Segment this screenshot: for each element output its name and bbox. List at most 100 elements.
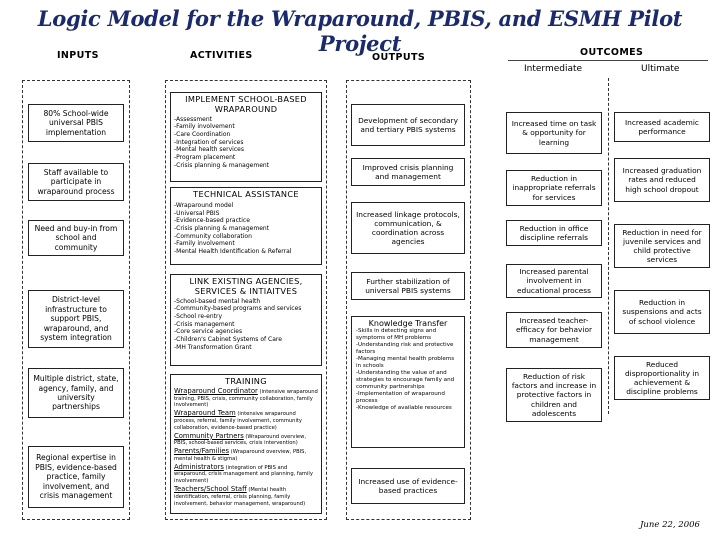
implement-list: -Assessment -Family involvement -Care Co…: [174, 116, 318, 170]
knowledge-transfer-panel: Knowledge Transfer -Skills in detecting …: [351, 316, 465, 448]
outcomes-separator: [608, 78, 609, 414]
knowledge-item: -Understanding risk and protective facto…: [356, 341, 454, 355]
technical-list: -Wraparound model -Universal PBIS -Evide…: [174, 202, 318, 256]
ultimate-outcome-box: Reduction in need for juvenile services …: [614, 224, 710, 268]
outcome-text: Reduction of risk factors and increase i…: [511, 371, 597, 418]
training-item: Administrators (integration of PBIS and …: [174, 463, 318, 485]
activity-item: -School re-entry: [174, 313, 223, 321]
output-text: Improved crisis planning and management: [362, 162, 454, 181]
outcomes-header: OUTCOMES: [580, 47, 644, 58]
output-text: Development of secondary and tertiary PB…: [358, 115, 458, 134]
link-title: LINK EXISTING AGENCIES, SERVICES & INTIA…: [189, 276, 303, 296]
input-text: Staff available to participate in wrapar…: [37, 167, 115, 196]
input-text: District-level infrastructure to support…: [40, 295, 112, 343]
ultimate-outcome-box: Increased graduation rates and reduced h…: [614, 158, 710, 202]
input-box: 80% School-wide universal PBIS implement…: [28, 104, 124, 142]
training-audience: Parents/Families: [174, 447, 230, 456]
knowledge-transfer-title: Knowledge Transfer: [368, 319, 448, 328]
outcome-text: Reduction in office discipline referrals: [519, 223, 589, 242]
outcome-text: Increased parental involvement in educat…: [516, 267, 591, 295]
link-panel: LINK EXISTING AGENCIES, SERVICES & INTIA…: [170, 274, 322, 366]
intermediate-outcome-box: Increased parental involvement in educat…: [506, 264, 602, 298]
knowledge-transfer-list: -Skills in detecting signs and symptoms …: [356, 328, 460, 412]
inputs-header: INPUTS: [57, 50, 99, 61]
training-audience: Wraparound Coordinator: [174, 386, 258, 395]
ultimate-outcome-box: Reduction in suspensions and acts of sch…: [614, 290, 710, 334]
outcome-text: Reduction in suspensions and acts of sch…: [622, 298, 702, 326]
activity-item: -Wraparound model: [174, 201, 234, 209]
training-detail: (Wraparound overview, PBIS, mental healt…: [174, 449, 307, 462]
output-box: Increased use of evidence-based practice…: [351, 468, 465, 504]
ultimate-header: Ultimate: [641, 64, 680, 74]
output-text: Increased linkage protocols, communicati…: [356, 209, 460, 247]
inputs-column: [22, 80, 130, 520]
knowledge-item: -Managing mental health problems in scho…: [356, 355, 455, 369]
outcome-text: Reduction in inappropriate referrals for…: [512, 174, 596, 202]
knowledge-item: -Implementation of wraparound process: [356, 390, 445, 404]
output-text: Further stabilization of universal PBIS …: [365, 276, 451, 295]
activity-item: -Community-based programs and services: [174, 305, 302, 313]
outcome-text: Reduction in need for juvenile services …: [622, 227, 702, 265]
activity-item: -School-based mental health: [174, 297, 261, 305]
training-audience: Wraparound Team: [174, 409, 236, 418]
outcome-text: Increased teacher-efficacy for behavior …: [515, 316, 593, 344]
activities-column: [165, 80, 327, 520]
output-box: Improved crisis planning and management: [351, 158, 465, 186]
outcome-text: Increased time on task & opportunity for…: [511, 119, 597, 147]
activity-item: -Assessment: [174, 115, 213, 123]
activity-item: -Crisis management: [174, 320, 235, 328]
training-item: Wraparound Team (intensive wraparound pr…: [174, 409, 318, 431]
training-audience: Teachers/School Staff: [174, 484, 247, 493]
activity-item: -Children's Cabinet Systems of Care: [174, 336, 282, 344]
knowledge-item: -Skills in detecting signs and symptoms …: [356, 328, 437, 341]
input-box: Regional expertise in PBIS, evidence-bas…: [28, 446, 124, 508]
training-detail: (Mental health identification, referral,…: [174, 486, 306, 507]
link-list: -School-based mental health -Community-b…: [174, 298, 318, 352]
activity-item: -Crisis planning & management: [174, 224, 270, 232]
activity-item: -MH Transformation Grant: [174, 343, 252, 351]
ultimate-outcome-box: Reduced disproportionality in achievemen…: [614, 356, 710, 400]
activity-item: -Program placement: [174, 154, 236, 162]
output-box: Further stabilization of universal PBIS …: [351, 272, 465, 300]
implement-panel: IMPLEMENT SCHOOL-BASED WRAPAROUND -Asses…: [170, 92, 322, 182]
input-box: District-level infrastructure to support…: [28, 290, 124, 348]
activity-item: -Family involvement: [174, 123, 235, 131]
outputs-column: [346, 80, 471, 520]
input-text: 80% School-wide universal PBIS implement…: [43, 108, 109, 137]
training-audience: Community Partners: [174, 431, 244, 440]
activity-item: -Community collaboration: [174, 232, 252, 240]
activity-item: -Evidence-based practice: [174, 217, 250, 225]
intermediate-outcome-box: Increased teacher-efficacy for behavior …: [506, 312, 602, 348]
intermediate-header: Intermediate: [524, 64, 583, 74]
output-box: Development of secondary and tertiary PB…: [351, 104, 465, 146]
knowledge-item: -Understanding the value of and strategi…: [356, 369, 455, 390]
ultimate-outcome-box: Increased academic performance: [614, 112, 710, 142]
activities-header: ACTIVITIES: [190, 50, 253, 61]
training-detail: (Wraparound overview, PBIS, school-based…: [174, 433, 306, 447]
activity-item: -Family involvement: [174, 240, 235, 248]
output-text: Increased use of evidence-based practice…: [358, 476, 458, 495]
training-panel: TRAINING Wraparound Coordinator (intensi…: [170, 374, 322, 514]
input-text: Multiple district, state, agency, family…: [33, 374, 119, 412]
activity-item: -Universal PBIS: [174, 209, 220, 217]
implement-title: IMPLEMENT SCHOOL-BASED WRAPAROUND: [185, 94, 307, 114]
activity-item: -Mental Health Identification & Referral: [174, 247, 292, 255]
training-item: Community Partners (Wraparound overview,…: [174, 432, 318, 448]
input-text: Need and buy-in from school and communit…: [34, 223, 118, 252]
training-audience: Administrators: [174, 462, 224, 471]
input-box: Need and buy-in from school and communit…: [28, 220, 124, 256]
outcome-text: Reduced disproportionality in achievemen…: [624, 359, 700, 397]
training-item: Teachers/School Staff (Mental health ide…: [174, 485, 318, 507]
activity-item: -Care Coordination: [174, 131, 231, 139]
knowledge-item: -Knowledge of available resources: [356, 404, 452, 411]
training-item: Parents/Families (Wraparound overview, P…: [174, 447, 318, 463]
outcome-text: Increased academic performance: [625, 117, 699, 136]
training-detail: (intensive wraparound training, PBIS, cr…: [174, 388, 318, 409]
document-date: June 22, 2006: [640, 520, 700, 530]
training-detail: (intensive wraparound process, referral,…: [174, 411, 303, 431]
input-box: Staff available to participate in wrapar…: [28, 163, 124, 201]
intermediate-outcome-box: Reduction in office discipline referrals: [506, 220, 602, 246]
activity-item: -Core service agencies: [174, 328, 243, 336]
output-box: Increased linkage protocols, communicati…: [351, 202, 465, 254]
training-item: Wraparound Coordinator (intensive wrapar…: [174, 387, 318, 409]
